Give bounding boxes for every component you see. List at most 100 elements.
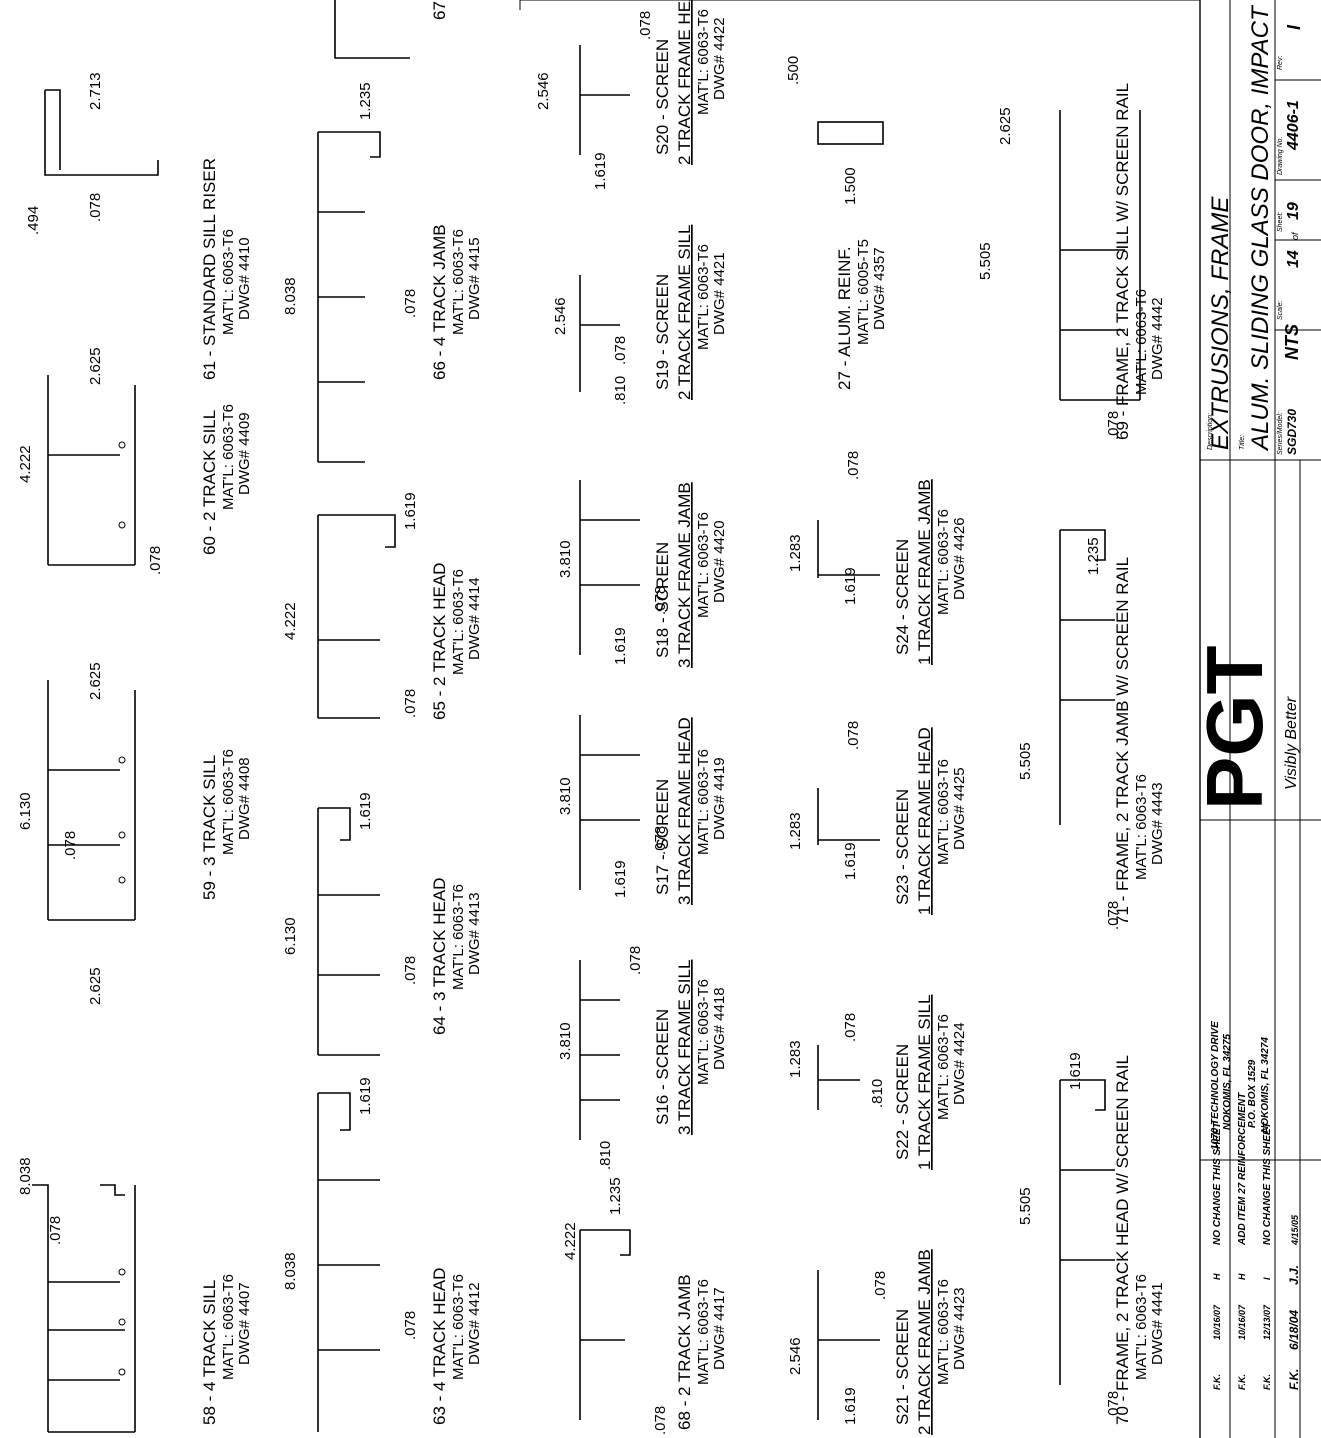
dimension-64-0: 6.130	[282, 917, 299, 955]
part-dwg-S19: DWG# 4421	[711, 252, 728, 335]
dimension-S16-1: .810	[597, 1141, 614, 1170]
part-label-S18: S18 - SCREEN	[653, 542, 672, 658]
address-line-4: NOKOMIS, FL 34274	[1260, 1037, 1271, 1133]
address-line-1: 1070 TECHNOLOGY DRIVE	[1210, 1021, 1221, 1150]
dimension-S17-2: .078	[652, 826, 669, 855]
rev2-by: F.K.	[1237, 1374, 1247, 1390]
profile-27	[817, 121, 884, 145]
dimension-69-2: 2.625	[997, 107, 1014, 145]
profile-S23	[817, 788, 880, 845]
part-dwg-69: DWG# 4442	[1149, 297, 1166, 380]
dimension-58-1: .078	[47, 1216, 64, 1245]
dimension-S22-1: .810	[869, 1079, 886, 1108]
series-label: Series/Model:	[1277, 412, 1284, 455]
profile-61	[44, 89, 159, 176]
part-material-S17: MAT'L: 6063-T6	[695, 749, 712, 855]
dimension-70-1: .078	[1105, 1391, 1122, 1420]
dimension-69-0: 5.505	[977, 242, 994, 280]
rev2-note: ADD ITEM 27 REINFORCEMENT	[1237, 1092, 1248, 1246]
dimension-66-0: 8.038	[282, 277, 299, 315]
tagline-text: Visibly Better	[1283, 696, 1300, 790]
dimension-S19-2: .078	[612, 336, 629, 365]
part-material-S23: MAT'L: 6063-T6	[935, 759, 952, 865]
title-text: ALUM. SLIDING GLASS DOOR, IMPACT	[1247, 4, 1274, 452]
dimension-S19-0: 2.546	[552, 297, 569, 335]
profile-65	[317, 514, 396, 719]
dimension-S23-2: .078	[845, 721, 862, 750]
dimension-71-1: .078	[1105, 901, 1122, 930]
sheet-of: of	[1290, 231, 1300, 240]
part-label-S16: S16 - SCREEN	[653, 1009, 672, 1125]
part-dwg-S17: DWG# 4419	[711, 757, 728, 840]
dimension-S23-1: 1.619	[842, 842, 859, 880]
rev3-rev: I	[1262, 1277, 1272, 1280]
part-material-60: MAT'L: 6063-T6	[220, 404, 237, 510]
rev3-date: 12/13/07	[1262, 1304, 1272, 1340]
dimension-S18-2: .078	[652, 586, 669, 615]
profile-S17	[579, 715, 640, 890]
part-dwg-59: DWG# 4408	[236, 757, 253, 840]
dimension-S21-2: .078	[872, 1271, 889, 1300]
part-material-64: MAT'L: 6063-T6	[450, 884, 467, 990]
dimension-64-1: .078	[402, 956, 419, 985]
dimension-59-2: 2.625	[87, 662, 104, 700]
dimension-61-2: 2.713	[87, 72, 104, 110]
dimension-27-1: 1.500	[842, 167, 859, 205]
part-label-63: 63 - 4 TRACK HEAD	[430, 1268, 449, 1425]
scale-text: NTS	[1282, 324, 1302, 360]
part-label-S21: S21 - SCREEN	[893, 1309, 912, 1425]
part-material-68: MAT'L: 6063-T6	[695, 1279, 712, 1385]
part-label-58: 58 - 4 TRACK SILL	[200, 1280, 219, 1425]
dimension-layer: 8.038.0782.6256.130.0782.6254.222.0782.6…	[17, 11, 1122, 1435]
dimension-S17-0: 3.810	[557, 777, 574, 815]
rev1-date: 10/16/07	[1212, 1304, 1222, 1340]
profile-S24	[817, 520, 880, 578]
profile-S20	[579, 45, 630, 155]
part-material-S18: MAT'L: 6063-T6	[695, 512, 712, 618]
sheet-label: Sheet:	[1277, 212, 1284, 232]
part-dwg-S24: DWG# 4426	[951, 517, 968, 600]
dimension-70-0: 5.505	[1017, 1187, 1034, 1225]
profile-66	[317, 131, 381, 463]
series-text: SGD730	[1285, 409, 1299, 455]
profile-S21	[817, 1270, 880, 1420]
address-line-2: NOKOMIS, FL 34275	[1222, 1034, 1233, 1130]
profile-70	[1059, 1079, 1115, 1385]
part-label-64: 64 - 3 TRACK HEAD	[430, 878, 449, 1035]
dimension-S22-0: 1.283	[787, 1040, 804, 1078]
dimension-S23-0: 1.283	[787, 812, 804, 850]
part-dwg-S18: DWG# 4420	[711, 520, 728, 603]
dimension-68-1: .078	[652, 1406, 669, 1435]
part-material-S16: MAT'L: 6063-T6	[695, 979, 712, 1085]
part-label-67: 67	[430, 1, 449, 20]
profile-59	[47, 680, 136, 921]
part-label-S17: S17 - SCREEN	[653, 779, 672, 895]
dimension-63-1: .078	[402, 1311, 419, 1340]
part-label2-S16: 3 TRACK FRAME SILL	[675, 960, 694, 1135]
profile-S22	[817, 1045, 860, 1110]
part-label-27: 27 - ALUM. REINF.	[835, 246, 854, 390]
part-label2-S19: 2 TRACK FRAME SILL	[675, 225, 694, 400]
checked-by: J.J.	[1287, 1265, 1301, 1285]
dimension-61-0: .494	[25, 206, 42, 235]
dimension-27-0: .500	[785, 56, 802, 85]
part-material-27: MAT'L: 6005-T5	[855, 239, 872, 345]
dimension-60-0: 4.222	[17, 445, 34, 483]
part-material-65: MAT'L: 6063-T6	[450, 569, 467, 675]
part-dwg-65: DWG# 4414	[466, 577, 483, 660]
part-material-59: MAT'L: 6063-T6	[220, 749, 237, 855]
rev2-rev: H	[1237, 1273, 1247, 1280]
dimension-65-0: 4.222	[282, 602, 299, 640]
part-label-S23: S23 - SCREEN	[893, 789, 912, 905]
part-label-71: 71 - FRAME, 2 TRACK JAMB W/ SCREEN RAIL	[1113, 557, 1132, 925]
part-label-69: 69 - FRAME, 2 TRACK SILL W/ SCREEN RAIL	[1113, 83, 1132, 440]
profile-64	[317, 807, 380, 1056]
part-dwg-60: DWG# 4409	[236, 412, 253, 495]
part-material-58: MAT'L: 6063-T6	[220, 1274, 237, 1380]
dimension-S19-1: .810	[612, 376, 629, 405]
part-dwg-S16: DWG# 4418	[711, 987, 728, 1070]
dimension-S18-0: 3.810	[557, 540, 574, 578]
part-material-S19: MAT'L: 6063-T6	[695, 244, 712, 350]
address-line-3: P.O. BOX 1529	[1247, 1059, 1258, 1128]
part-material-70: MAT'L: 6063-T6	[1133, 1274, 1150, 1380]
